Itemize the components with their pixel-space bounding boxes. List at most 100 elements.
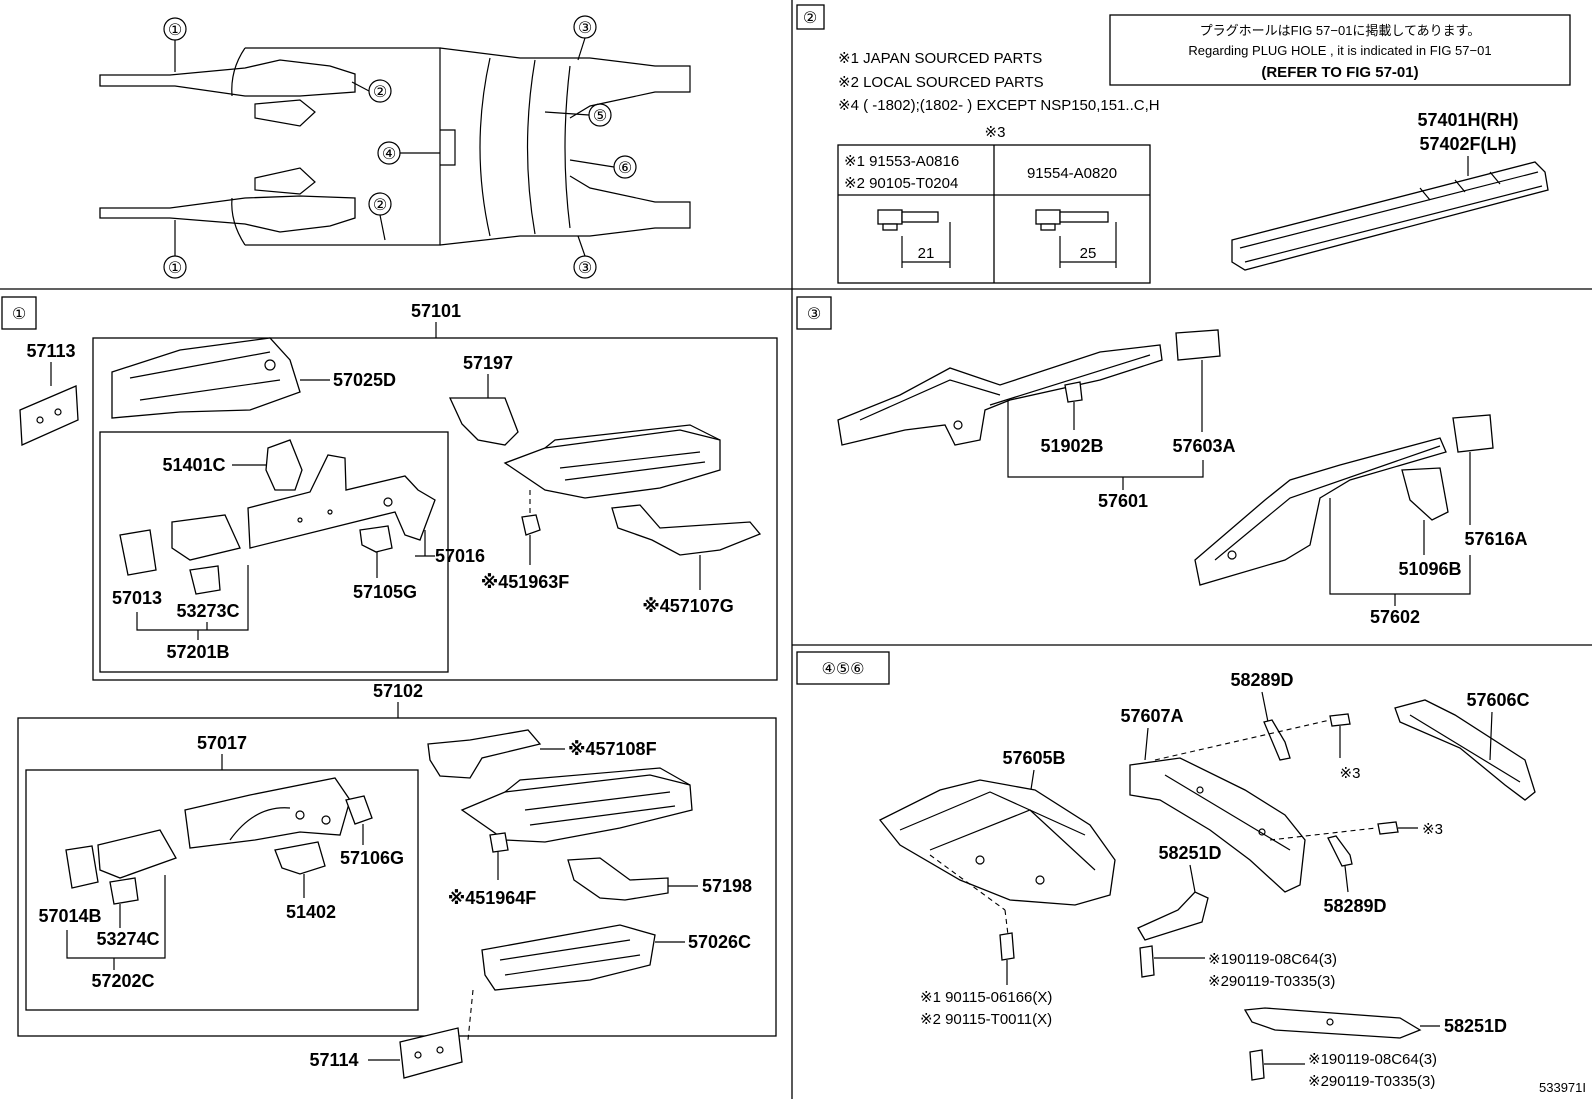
part-58251D-lower-drawing: [1243, 1007, 1422, 1039]
part-57107G: ※457107G: [642, 596, 734, 616]
part-57105G-drawing: [359, 525, 393, 553]
overview-callouts: ① ② ③ ④ ⑤ ⑥ ② ① ③: [163, 15, 637, 279]
callout-3-top: ③: [578, 20, 592, 37]
section-1-tag: ①: [12, 306, 26, 323]
part-58251D-upper: 58251D: [1158, 843, 1221, 863]
part-57026C: 57026C: [688, 932, 751, 952]
part-57014B: 57014B: [38, 906, 101, 926]
part-57113: 57113: [26, 341, 75, 361]
callout-1-bottom: ①: [168, 260, 182, 277]
plug-hole-note-en: Regarding PLUG HOLE , it is indicated in…: [1188, 43, 1491, 58]
part-57025D: 57025D: [333, 370, 396, 390]
part-51963F: ※451963F: [481, 572, 570, 592]
callout-1-top: ①: [168, 22, 182, 39]
bolt-ref-3-right: ※3: [1422, 821, 1443, 838]
part-57102: 57102: [373, 681, 423, 701]
part-57202-bracket-drawing: [65, 829, 177, 905]
part-57201-bracket-drawing: [119, 514, 241, 595]
screw-japan-number: ※1 90115-06166(X): [920, 989, 1052, 1006]
part-58289D-top: 58289D: [1230, 670, 1293, 690]
bolt-table-header: ※3: [985, 124, 1006, 141]
bolt-japan-number: ※1 91553-A0816: [844, 153, 959, 170]
note-local-sourced: ※2 LOCAL SOURCED PARTS: [838, 74, 1044, 91]
part-51401C: 51401C: [162, 455, 225, 475]
section-3-tag: ③: [807, 306, 821, 323]
part-57016-drawing: [247, 454, 436, 549]
part-57602-frame-drawing: [1194, 437, 1447, 586]
part-57402F-lh: 57402F(LH): [1419, 134, 1516, 154]
callout-2-bottom: ②: [373, 197, 387, 214]
bolt-a-length: 21: [918, 245, 935, 262]
part-57601: 57601: [1098, 491, 1148, 511]
part-57602: 57602: [1370, 607, 1420, 627]
part-57607A: 57607A: [1120, 706, 1183, 726]
note-except: ※4 ( -1802);(1802- ) EXCEPT NSP150,151..…: [838, 97, 1160, 114]
rocker-panel-drawing: [1231, 161, 1549, 271]
callout-5: ⑤: [593, 108, 607, 125]
part-57106G-drawing: [345, 795, 373, 825]
part-57026-floor-side-drawing: [460, 767, 693, 843]
part-51402-drawing: [274, 841, 326, 875]
section-2: ② ※1 JAPAN SOURCED PARTS ※2 LOCAL SOURCE…: [796, 4, 1571, 284]
section-2-tag: ②: [803, 10, 817, 27]
part-58251D-lower: 58251D: [1444, 1016, 1507, 1036]
part-57114: 57114: [309, 1050, 358, 1070]
part-57607A-drawing: [1129, 757, 1306, 893]
part-57202C: 57202C: [91, 971, 154, 991]
plug-hole-refer: (REFER TO FIG 57-01): [1261, 64, 1418, 81]
part-57606C: 57606C: [1466, 690, 1529, 710]
part-51902B: 51902B: [1040, 436, 1103, 456]
part-57198: 57198: [702, 876, 752, 896]
bolt-b-length: 25: [1080, 245, 1097, 262]
part-57013: 57013: [112, 588, 162, 608]
part-57106G: 57106G: [340, 848, 404, 868]
part-51402: 51402: [286, 902, 336, 922]
note-japan-sourced: ※1 JAPAN SOURCED PARTS: [838, 50, 1042, 67]
section-3: ③ 51902B 57603A 57601 57616A 51096B 5760…: [796, 296, 1528, 627]
callout-3-bottom: ③: [578, 260, 592, 277]
part-57105G: 57105G: [353, 582, 417, 602]
part-51096B: 51096B: [1398, 559, 1461, 579]
part-57108F: ※457108F: [568, 739, 657, 759]
part-57603A: 57603A: [1172, 436, 1235, 456]
callout-4: ④: [382, 146, 396, 163]
bolt-ref-3-upper: ※3: [1340, 765, 1361, 782]
part-57017-drawing: [184, 777, 351, 849]
part-58251D-upper-drawing: [1137, 891, 1209, 941]
part-57101: 57101: [411, 301, 461, 321]
part-57201B: 57201B: [166, 642, 229, 662]
part-57605B: 57605B: [1002, 748, 1065, 768]
part-51401C-drawing: [265, 439, 303, 491]
part-57606C-drawing: [1394, 699, 1536, 801]
part-57197: 57197: [463, 353, 513, 373]
part-57025D-drawing: [111, 337, 301, 419]
bolt-b-number: 91554-A0820: [1027, 165, 1117, 182]
part-57017: 57017: [197, 733, 247, 753]
bolt-table: ※1 91553-A0816 ※2 90105-T0204 91554-A082…: [837, 144, 1151, 284]
part-57605B-floor-pan-drawing: [878, 779, 1116, 906]
callout-2-top: ②: [373, 84, 387, 101]
bolt-japan-upper: ※190119-08C64(3): [1208, 951, 1337, 968]
part-57601-frame-drawing: [837, 344, 1163, 446]
section-456-tag: ④⑤⑥: [821, 661, 864, 678]
part-57026C-drawing: [481, 924, 656, 991]
part-58289D-lower: 58289D: [1323, 896, 1386, 916]
bolt-b-icon: [1035, 209, 1117, 268]
bolt-local-upper: ※290119-T0335(3): [1208, 973, 1335, 990]
callout-6: ⑥: [618, 160, 632, 177]
plug-hole-note-ja: プラグホールはFIG 57−01に掲載してあります。: [1200, 23, 1481, 38]
part-53274C: 53274C: [96, 929, 159, 949]
part-57616A: 57616A: [1464, 529, 1527, 549]
part-57016: 57016: [435, 546, 485, 566]
bolt-japan-lower: ※190119-08C64(3): [1308, 1051, 1437, 1068]
part-57401H-rh: 57401H(RH): [1417, 110, 1518, 130]
section-456: ④⑤⑥ 58289D ※3 57606C 57607A ※3 58289D 57…: [796, 651, 1586, 1095]
overview-underbody: [99, 47, 691, 246]
part-51964F: ※451964F: [448, 888, 537, 908]
bolt-a-icon: [877, 209, 951, 268]
figure-id: 533971I: [1539, 1080, 1586, 1095]
bolt-local-lower: ※290119-T0335(3): [1308, 1073, 1435, 1090]
bolt-local-number: ※2 90105-T0204: [844, 175, 958, 192]
part-57107-floor-side-drawing: [503, 424, 721, 499]
